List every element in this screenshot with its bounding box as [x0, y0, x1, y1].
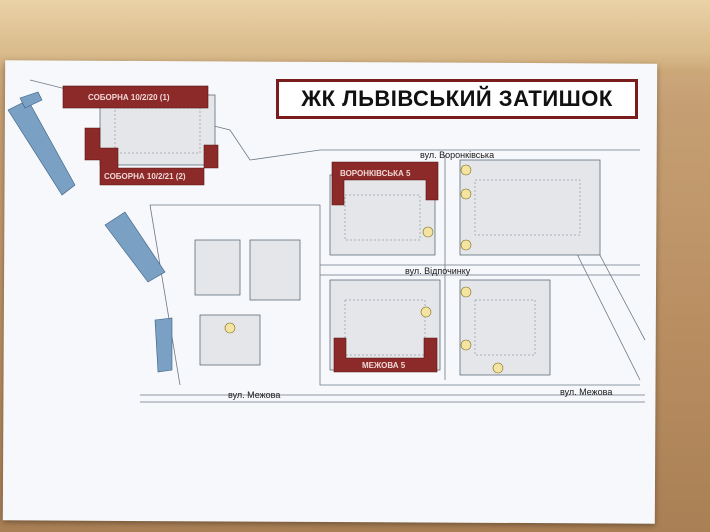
- street-label-vidpochynku: вул. Відпочинку: [405, 266, 471, 276]
- existing-buildings: [7, 91, 173, 373]
- street-label-mezhova-right: вул. Межова: [560, 387, 613, 397]
- page-title: ЖК ЛЬВІВСЬКИЙ ЗАТИШОК: [301, 86, 613, 111]
- block-label-soborna-bottom: СОБОРНА 10/2/21 (2): [104, 172, 186, 181]
- highlighted-buildings: [62, 85, 439, 373]
- block-label-soborna-top: СОБОРНА 10/2/20 (1): [88, 93, 170, 102]
- block-label-mezhova: МЕЖОВА 5: [362, 361, 406, 370]
- plan-blocks: [99, 94, 601, 376]
- title-banner: ЖК ЛЬВІВСЬКИЙ ЗАТИШОК: [276, 79, 638, 119]
- street-label-voronkivska: вул. Воронківська: [420, 150, 495, 160]
- block-label-voronkivska: ВОРОНКІВСЬКА 5: [340, 169, 411, 178]
- street-label-mezhova-left: вул. Межова: [228, 390, 281, 400]
